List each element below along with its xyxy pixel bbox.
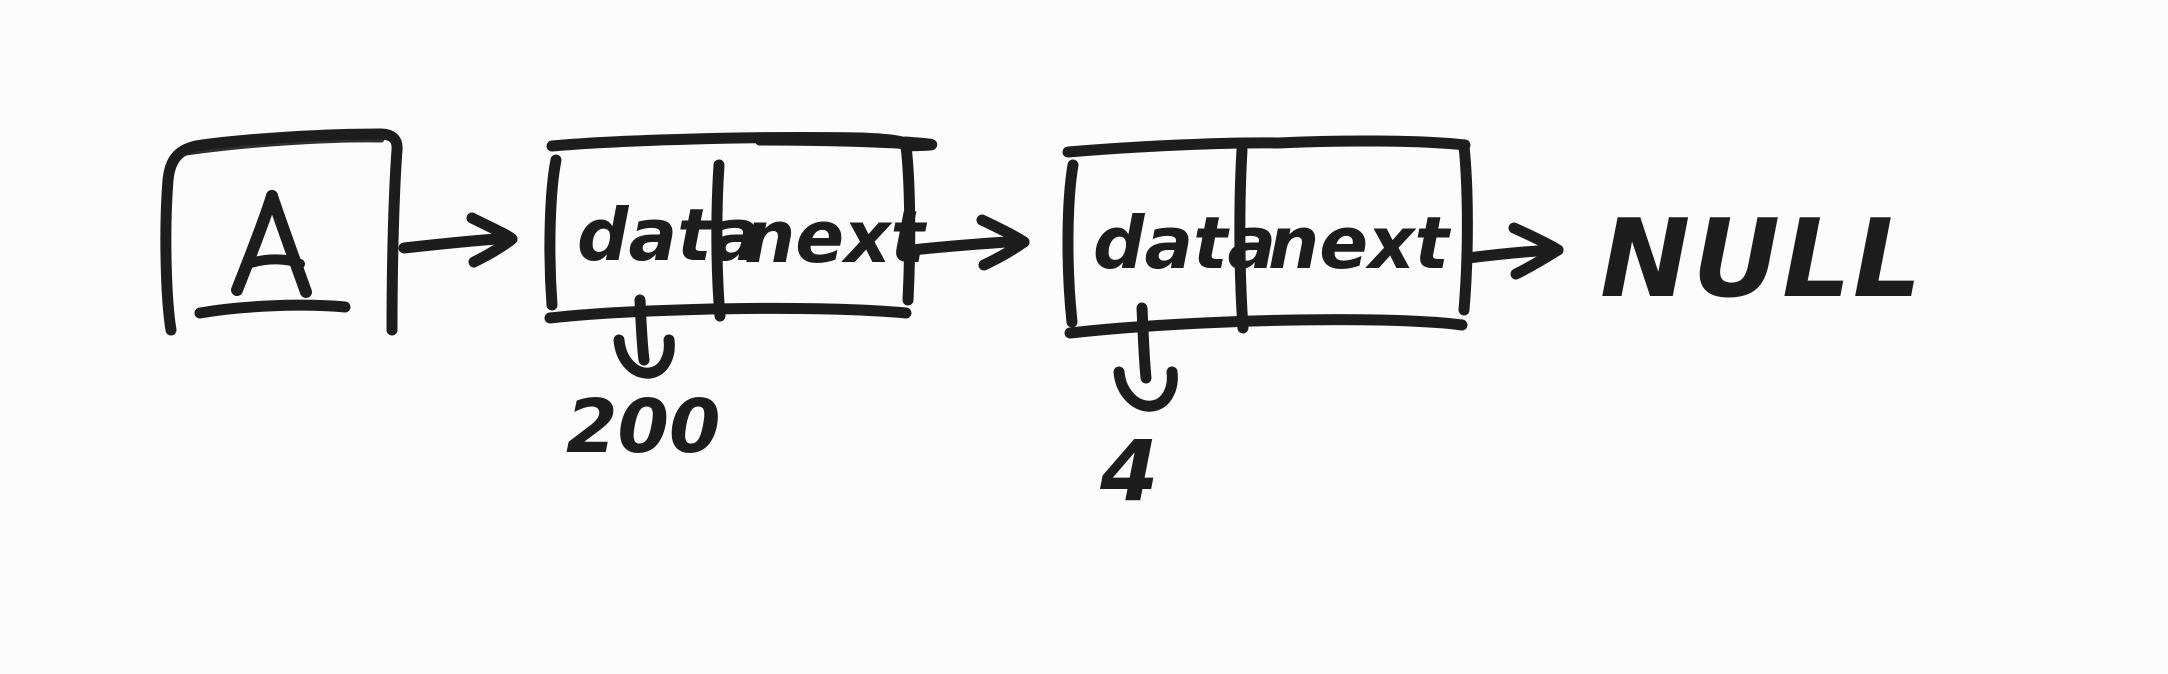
node-2-value-label: 4 (1099, 422, 1158, 520)
svg-text:200: 200 (566, 384, 720, 470)
svg-text:4: 4 (1099, 422, 1158, 520)
arrow-head-to-node-1 (398, 212, 518, 268)
svg-text:next: next (1268, 201, 1452, 285)
null-terminator-label: NULL (1600, 197, 1924, 322)
svg-text:next: next (744, 195, 928, 279)
head-pointer-box (160, 128, 403, 336)
node-1-cell-next-label: next (744, 195, 928, 279)
head-pointer-label-A (231, 190, 312, 298)
arrow-node-1-to-node-2 (906, 214, 1030, 271)
svg-text:data: data (577, 193, 760, 277)
node-1-cell-data-label: data (577, 193, 760, 277)
node-1-value-label: 200 (566, 384, 720, 470)
arrow-node-2-data-value (1113, 302, 1178, 412)
arrow-node-2-to-null (1462, 222, 1564, 280)
node-1 (544, 131, 938, 324)
node-2-cell-next-label: next (1268, 201, 1452, 285)
node-2 (1062, 135, 1473, 339)
svg-text:NULL: NULL (1600, 197, 1924, 322)
arrow-node-1-data-value (613, 294, 675, 379)
node-2-cell-data-label: data (1093, 201, 1276, 285)
svg-text:data: data (1093, 201, 1276, 285)
